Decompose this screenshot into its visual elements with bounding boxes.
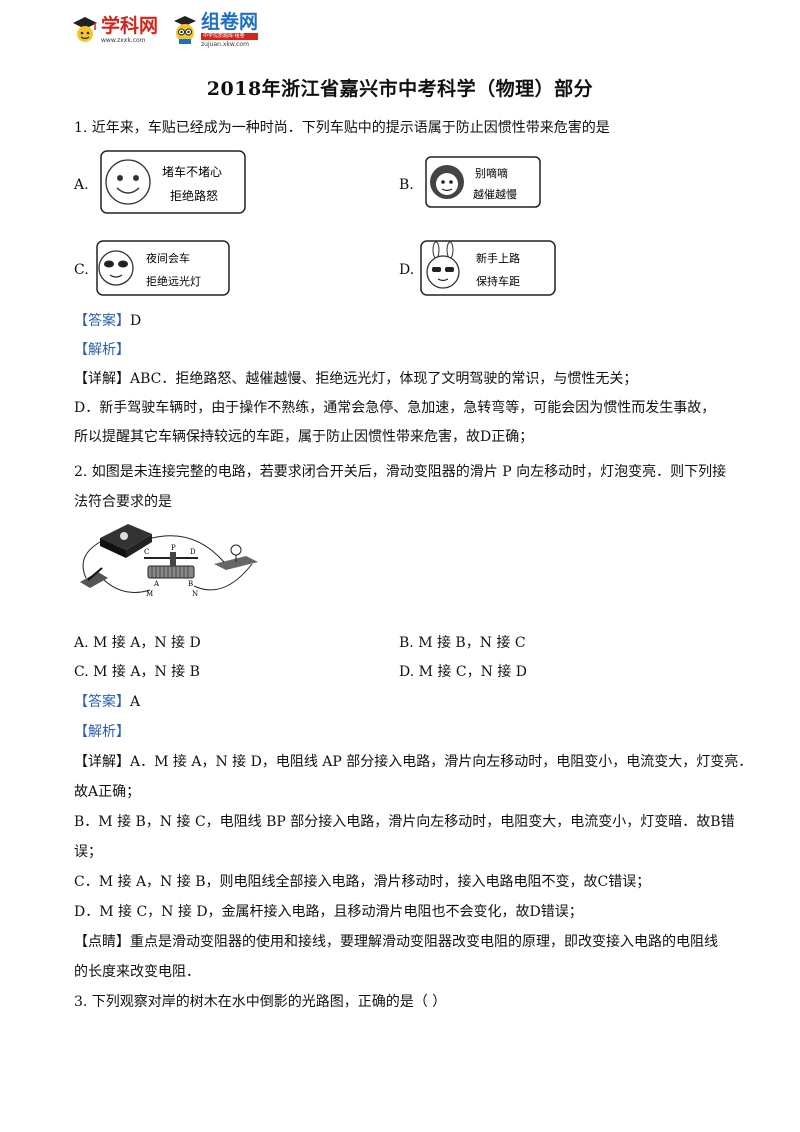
q1-option-c-sticker: 夜间会车 拒绝远光灯 bbox=[96, 240, 230, 296]
q2-analysis-tag: 【解析】 bbox=[74, 724, 130, 740]
q2-detail-6: D．M 接 C，N 接 D，金属杆接入电路，且移动滑片电阻也不会变化，故D错误； bbox=[74, 904, 583, 920]
q2-stem-line1: 2. 如图是未连接完整的电路，若要求闭合开关后，滑动变阻器的滑片 P 向左移动时… bbox=[74, 464, 727, 480]
q1-option-a-sticker: 堵车不堵心 拒绝路怒 bbox=[100, 150, 246, 214]
circuit-label-n: N bbox=[192, 590, 198, 598]
q2-detail-8: 的长度来改变电阻． bbox=[74, 964, 200, 980]
q1-option-c-label: C. bbox=[74, 262, 89, 278]
q1-option-d-sticker: 新手上路 保持车距 bbox=[420, 240, 556, 296]
battery-icon bbox=[100, 524, 152, 558]
zujuan-logo-name: 组卷网 bbox=[201, 10, 259, 33]
q1-option-d-label: D. bbox=[399, 262, 415, 278]
q1-option-a-label: A. bbox=[74, 177, 89, 193]
circuit-label-a: A bbox=[153, 580, 160, 588]
q1-answer-tag: 【答案】 bbox=[74, 313, 130, 329]
character-face-icon bbox=[430, 165, 464, 199]
zxxk-logo[interactable]: 学科网 www.zxxk.com bbox=[72, 15, 158, 45]
sticker-a-line2: 拒绝路怒 bbox=[170, 188, 218, 203]
sticker-c-line2: 拒绝远光灯 bbox=[146, 274, 201, 288]
mascot-icon bbox=[174, 16, 197, 44]
circuit-label-m: M bbox=[146, 590, 153, 598]
panda-face-icon bbox=[98, 250, 134, 286]
q2-option-b: B. M 接 B，N 接 C bbox=[399, 635, 526, 651]
q1-analysis-tag: 【解析】 bbox=[74, 342, 130, 358]
q1-answer-value: D bbox=[130, 313, 142, 329]
q2-option-d: D. M 接 C，N 接 D bbox=[399, 664, 527, 680]
graduation-cap-icon bbox=[73, 17, 97, 42]
q2-answer-value: A bbox=[130, 694, 141, 710]
sticker-d-line2: 保持车距 bbox=[476, 274, 520, 288]
q2-detail-7: 【点睛】重点是滑动变阻器的使用和接线，要理解滑动变阻器改变电阻的原理，即改变接入… bbox=[74, 934, 718, 950]
sticker-b-line2: 越催越慢 bbox=[473, 187, 517, 201]
q3-stem: 3. 下列观察对岸的树木在水中倒影的光路图，正确的是（ ） bbox=[74, 994, 447, 1010]
sticker-b-line1: 别嘀嘀 bbox=[475, 166, 508, 180]
q2-detail-2: 故A正确； bbox=[74, 784, 141, 800]
q1-answer: 【答案】D bbox=[74, 311, 141, 331]
lamp-icon bbox=[214, 544, 258, 570]
q2-detail-1: 【详解】A．M 接 A，N 接 D，电阻线 AP 部分接入电路，滑片向左移动时，… bbox=[74, 754, 753, 770]
circuit-label-b: B bbox=[188, 580, 193, 588]
q2-detail-3: B．M 接 B，N 接 C，电阻线 BP 部分接入电路，滑片向左移动时，电阻变大… bbox=[74, 814, 735, 830]
smiley-face-icon bbox=[105, 159, 151, 205]
zujuan-logo-tag: 中学优质题库·组卷 bbox=[201, 32, 259, 40]
q1-stem: 1. 近年来，车贴已经成为一种时尚．下列车贴中的提示语属于防止因惯性带来危害的是 bbox=[74, 120, 610, 136]
rabbit-sunglasses-icon bbox=[426, 241, 460, 289]
q2-answer-tag: 【答案】 bbox=[74, 694, 130, 710]
q1-option-b-label: B. bbox=[399, 177, 414, 193]
sticker-a-line1: 堵车不堵心 bbox=[162, 164, 222, 179]
q2-detail-5: C．M 接 A，N 接 B，则电阻线全部接入电路，滑片移动时，接入电路电阻不变，… bbox=[74, 874, 651, 890]
circuit-label-d: D bbox=[190, 548, 196, 556]
sticker-c-line1: 夜间会车 bbox=[146, 251, 190, 265]
q1-detail-1: 【详解】ABC．拒绝路怒、越催越慢、拒绝远光灯，体现了文明驾驶的常识，与惯性无关… bbox=[74, 371, 638, 387]
rheostat-icon bbox=[144, 552, 198, 579]
circuit-label-c: C bbox=[144, 548, 149, 556]
q2-stem-line2: 法符合要求的是 bbox=[74, 494, 172, 510]
q2-circuit-diagram: C P D A B M N bbox=[80, 524, 258, 598]
q1-option-b-sticker: 别嘀嘀 越催越慢 bbox=[425, 156, 541, 208]
page-title: 2018年浙江省嘉兴市中考科学（物理）部分 bbox=[206, 78, 594, 100]
q2-answer: 【答案】A bbox=[74, 692, 140, 712]
q1-detail-2: D．新手驾驶车辆时，由于操作不熟练，通常会急停、急加速，急转弯等，可能会因为惯性… bbox=[74, 400, 716, 416]
q2-option-a: A. M 接 A，N 接 D bbox=[74, 635, 201, 651]
q1-detail-3: 所以提醒其它车辆保持较远的车距，属于防止因惯性带来危害，故D正确； bbox=[74, 429, 534, 445]
sticker-d-line1: 新手上路 bbox=[476, 251, 520, 265]
header-logos: 学科网 www.zxxk.com 组卷网 中学优质题库·组卷 zujuan.xk… bbox=[72, 10, 259, 50]
zxxk-logo-url: www.zxxk.com bbox=[101, 36, 146, 44]
q2-option-c: C. M 接 A，N 接 B bbox=[74, 664, 200, 680]
switch-icon bbox=[80, 567, 108, 588]
circuit-label-p: P bbox=[171, 544, 176, 552]
zujuan-logo[interactable]: 组卷网 中学优质题库·组卷 zujuan.xkw.com bbox=[172, 10, 259, 48]
q2-detail-4: 误； bbox=[74, 844, 102, 860]
zujuan-logo-url: zujuan.xkw.com bbox=[201, 40, 249, 48]
zxxk-logo-name: 学科网 bbox=[101, 14, 159, 37]
